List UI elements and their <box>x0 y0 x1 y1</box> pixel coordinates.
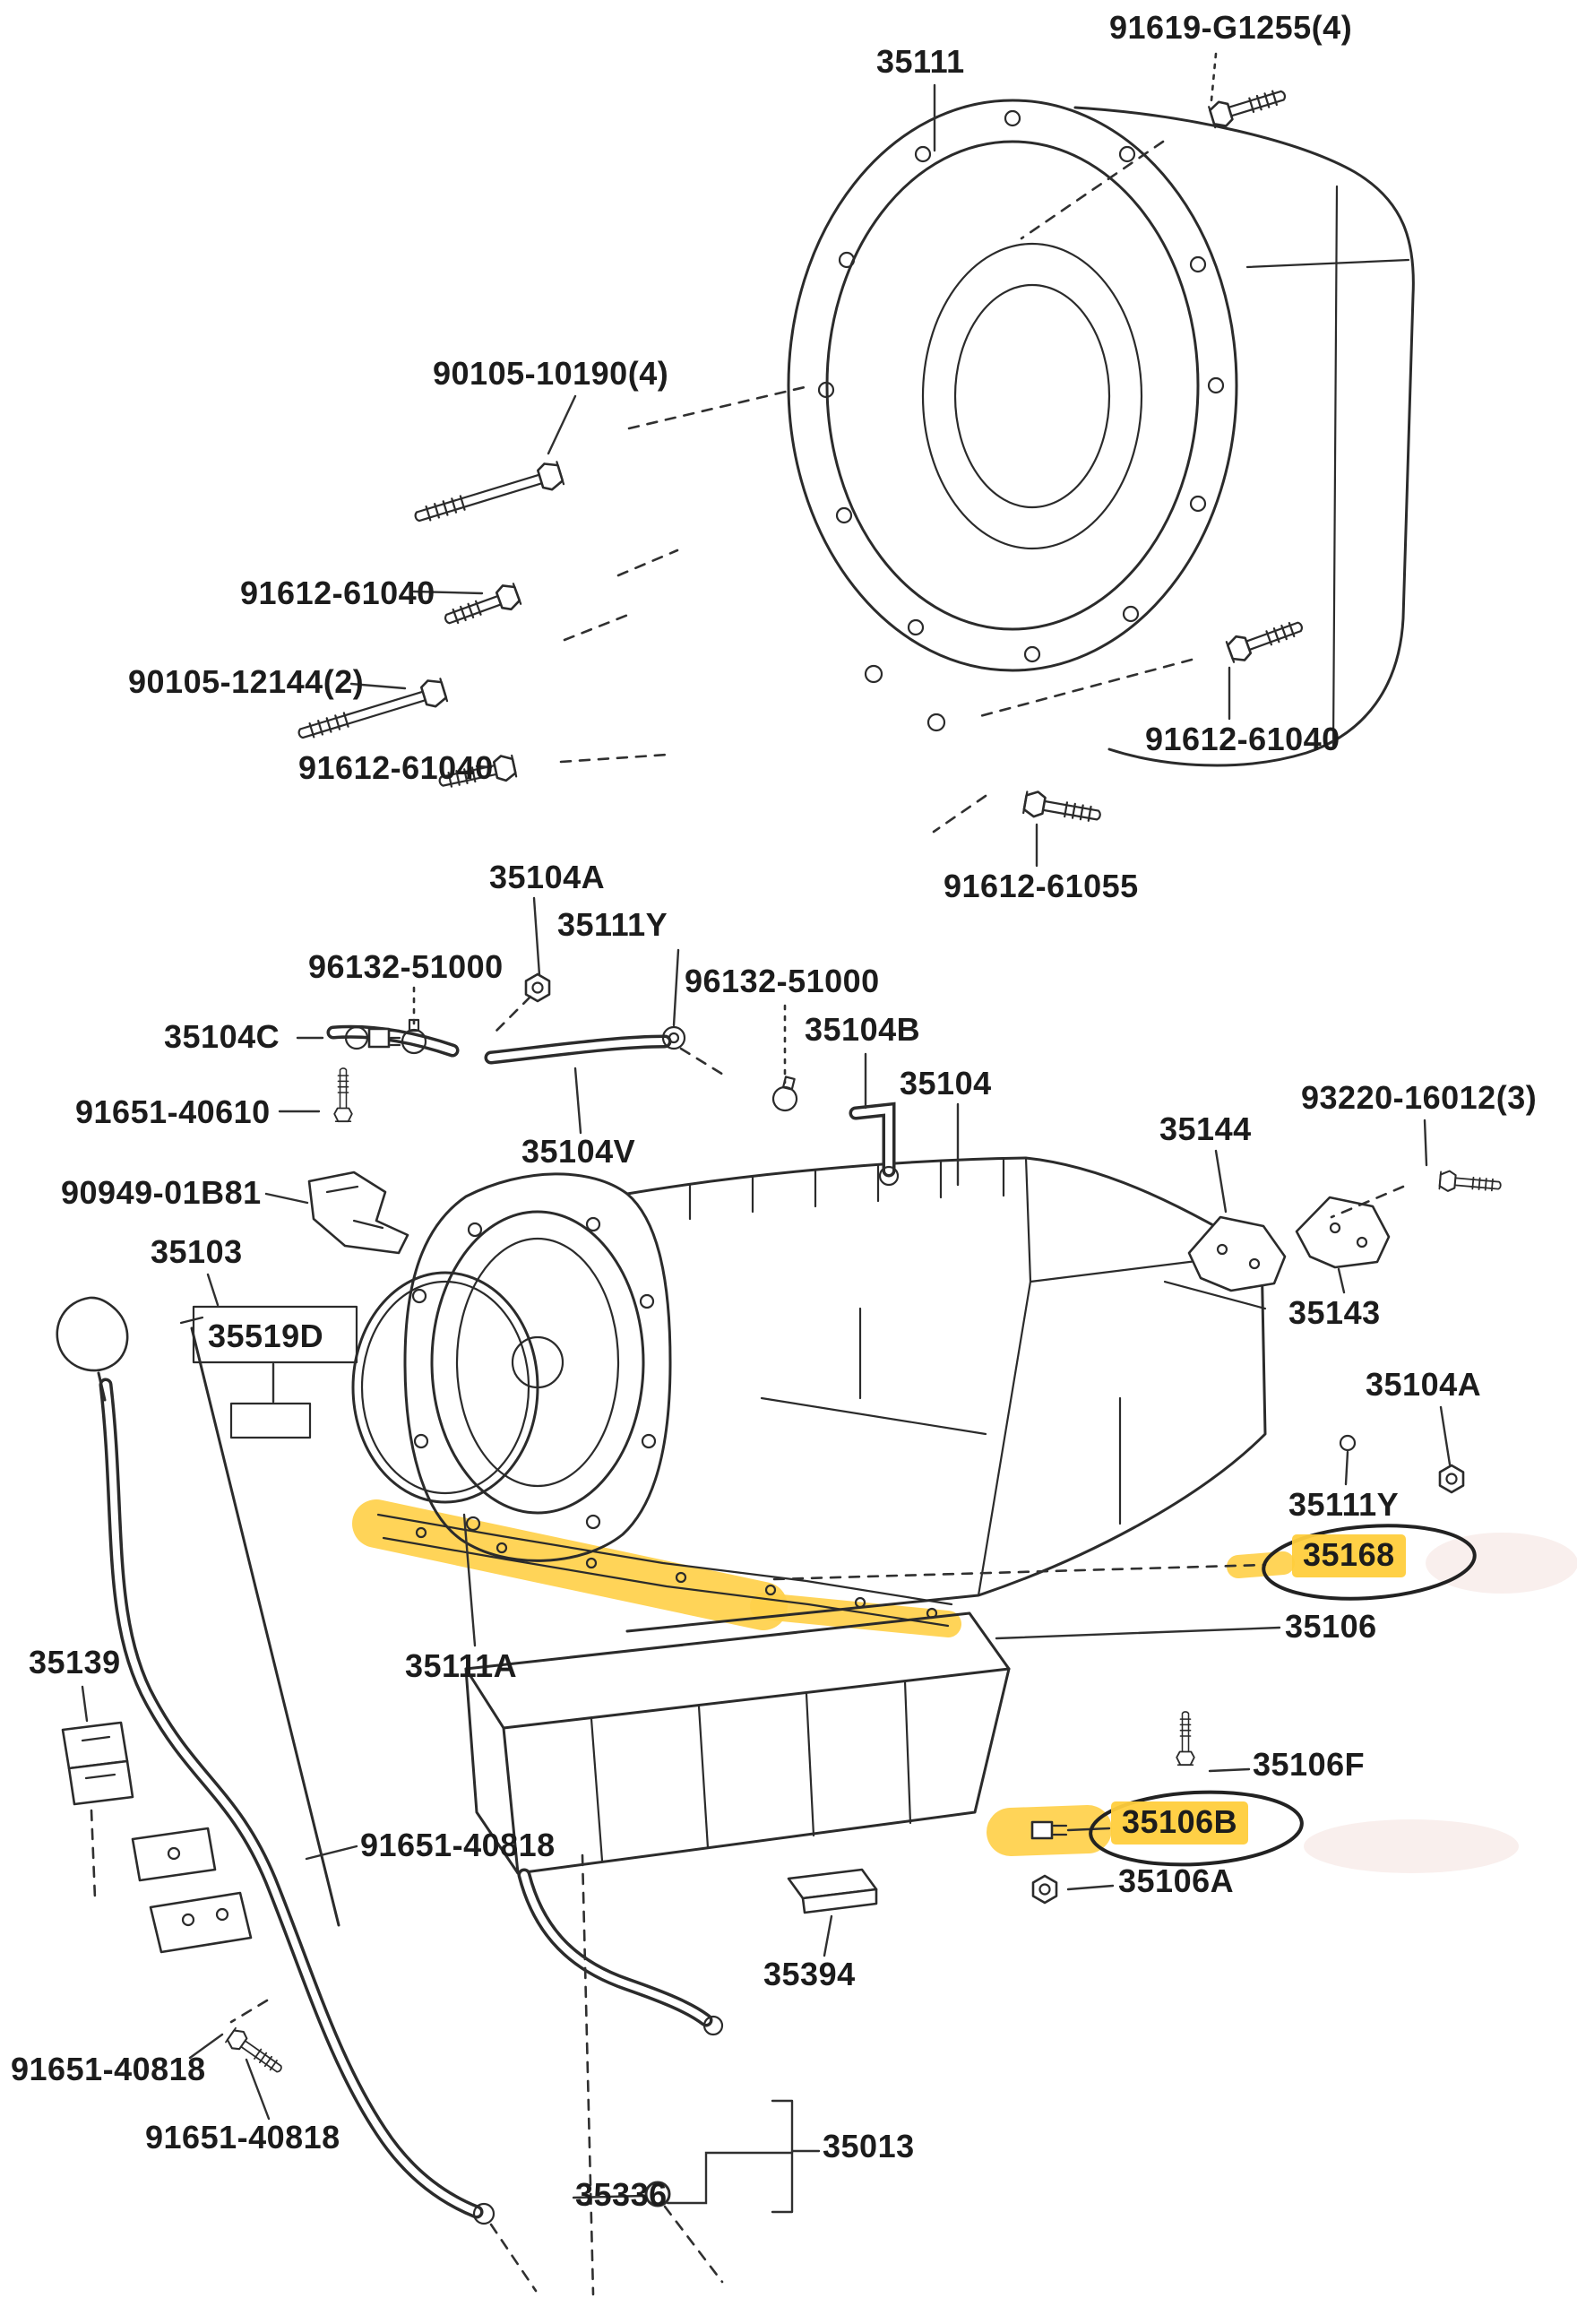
bell-housing-drawing <box>787 99 1415 767</box>
circle-around-35106b <box>1089 1790 1304 1867</box>
part-label-35106f: 35106F <box>1253 1746 1366 1783</box>
part-label-35336: 35336 <box>575 2176 668 2213</box>
part-label-93220-16012: 93220-16012(3) <box>1301 1079 1538 1116</box>
marker-highlights <box>352 1499 1577 1873</box>
pink-smudge <box>1304 1819 1519 1873</box>
block-35394-drawing <box>787 1868 878 1914</box>
oil-pan-drawing <box>464 1611 1011 2036</box>
part-label-90105-12144: 90105-12144(2) <box>128 663 365 700</box>
part-label-35106a: 35106A <box>1118 1862 1235 1899</box>
part-label-91612-61055: 91612-61055 <box>944 868 1139 904</box>
circle-around-35168 <box>1262 1524 1477 1601</box>
brackets-drawing <box>307 1171 1391 1292</box>
bolt-93220 <box>1438 1169 1503 1197</box>
part-label-91651-40818-1: 91651-40818 <box>360 1827 556 1863</box>
bolt-91612-61040-3 <box>1224 613 1307 665</box>
part-label-35013: 35013 <box>823 2128 915 2164</box>
bolt-91651-40818 <box>224 2026 288 2079</box>
filler-tube-drawing <box>56 1296 496 2225</box>
part-label-90949-01b81: 90949-01B81 <box>61 1174 262 1211</box>
bolt-91651-40610 <box>333 1067 353 1123</box>
leader-lines <box>81 52 1452 2199</box>
bolt-91619 <box>1207 82 1290 131</box>
part-label-35111a: 35111A <box>405 1647 518 1684</box>
part-label-91619-g1255: 91619-G1255(4) <box>1109 9 1353 46</box>
transmission-case-drawing <box>376 1156 1267 1633</box>
o-ring-drawing <box>351 1271 539 1504</box>
part-label-91612-61040-3: 91612-61040 <box>1145 721 1340 757</box>
part-label-35104c: 35104C <box>164 1018 280 1055</box>
bolt-90105-10190 <box>410 459 565 531</box>
part-label-96132-51000-2: 96132-51000 <box>685 963 880 999</box>
dashed-lines <box>90 140 1405 2296</box>
bolt-35106f <box>1176 1711 1195 1767</box>
part-label-35104a-right: 35104A <box>1366 1366 1482 1403</box>
part-label-35104a-top: 35104A <box>489 859 606 895</box>
bolt-91612-61040-1 <box>440 581 523 633</box>
part-label-91612-61040-2: 91612-61040 <box>298 749 494 786</box>
part-label-35104: 35104 <box>900 1065 992 1102</box>
tube-oring-bracket-drawing <box>644 2099 821 2214</box>
part-label-96132-51000-1: 96132-51000 <box>308 948 504 985</box>
part-label-91651-40818-3: 91651-40818 <box>145 2119 340 2156</box>
part-label-35111: 35111 <box>876 43 965 80</box>
part-label-35143: 35143 <box>1288 1294 1381 1331</box>
plate-35519d-drawing <box>192 1305 358 1439</box>
part-label-35394: 35394 <box>763 1956 856 1992</box>
fasteners <box>224 82 1503 2079</box>
circled-annotations <box>1089 1524 1477 1867</box>
part-label-35111y-right: 35111Y <box>1288 1486 1400 1523</box>
breather-hose-drawing <box>326 1018 900 1187</box>
part-label-35103: 35103 <box>151 1233 243 1270</box>
nut-35106a <box>1031 1874 1058 1905</box>
nut-35104a-right <box>1438 1464 1465 1494</box>
part-label-91651-40610: 91651-40610 <box>75 1093 271 1130</box>
pin-35111y-right <box>1339 1434 1357 1452</box>
part-label-35519d: 35519D <box>208 1318 324 1354</box>
part-label-90105-10190: 90105-10190(4) <box>433 355 669 392</box>
part-label-35104b: 35104B <box>805 1011 921 1048</box>
part-label-35111y-left: 35111Y <box>557 906 668 943</box>
part-label-35168-highlighted: 35168 <box>1292 1534 1406 1577</box>
bolt-91612-61055 <box>1021 789 1104 830</box>
part-label-35144: 35144 <box>1159 1110 1252 1147</box>
pink-smudge <box>1426 1533 1577 1594</box>
part-label-35139: 35139 <box>29 1644 121 1680</box>
part-label-91651-40818-2: 91651-40818 <box>11 2051 206 2087</box>
part-label-35106b-highlighted: 35106B <box>1111 1801 1249 1845</box>
part-label-35106: 35106 <box>1285 1608 1377 1645</box>
part-label-91612-61040-1: 91612-61040 <box>240 575 435 611</box>
clamp-90949-shape <box>307 1171 409 1255</box>
part-label-35104v: 35104V <box>521 1133 636 1170</box>
plug-35106b <box>1030 1820 1054 1840</box>
